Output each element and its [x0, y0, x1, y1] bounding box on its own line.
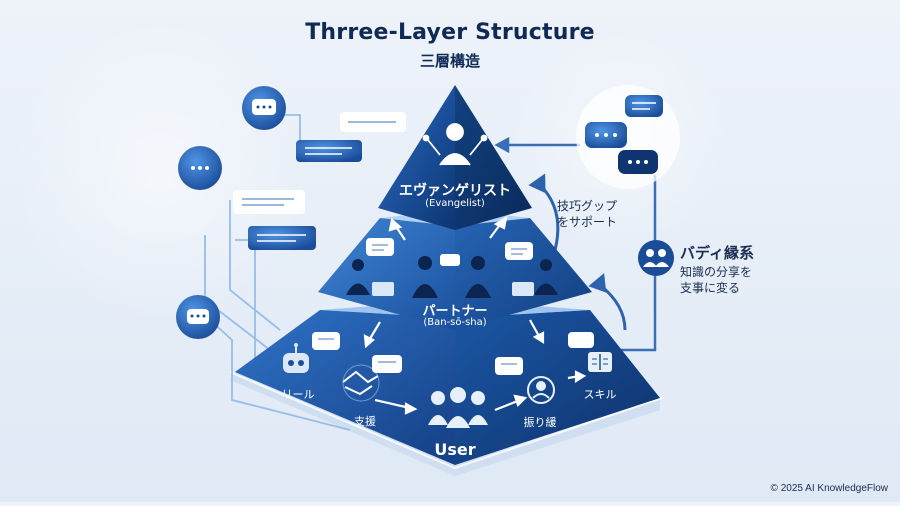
conversation-cluster-icon: [576, 85, 680, 189]
partner-label: パートナー: [422, 304, 488, 319]
diagram-title: Thrree-Layer Structure: [305, 20, 595, 45]
skill-gap-line-2: をサポート: [557, 215, 618, 229]
buddy-desc-line-2: 支事に変る: [680, 281, 741, 295]
pyramid-top-layer: [378, 85, 532, 230]
buddy-description: 知識の分享を 支事に変る: [680, 264, 752, 296]
pyramid-chat-bubbles: [312, 238, 594, 375]
floating-chat-bubble-2: [178, 146, 222, 190]
partner-sublabel: (Ban-sō-sha): [423, 317, 487, 328]
inner-arrows: [363, 215, 587, 415]
floating-message-cards: [233, 112, 406, 250]
skill-gap-line-1: 技巧グップ: [557, 199, 618, 213]
skill-gap-annotation: 技巧グップ をサポート: [557, 198, 617, 230]
buddy-title: バディ縁系: [680, 244, 754, 262]
diagram-subtitle: 三層構造: [419, 52, 480, 70]
evangelist-sublabel: (Evangelist): [425, 198, 485, 209]
base-item-support: 支援: [354, 415, 376, 428]
buddy-users-icon: [638, 240, 674, 276]
base-item-review: 振り緩: [523, 416, 557, 429]
book-skill-icon: [588, 352, 612, 372]
user-label: User: [434, 440, 476, 459]
base-item-reel: リール: [281, 388, 315, 401]
floating-chat-bubble-3: [176, 295, 220, 339]
evangelist-figure-icon: [422, 123, 488, 166]
handshake-icon: [342, 370, 379, 396]
curved-arrows: [528, 173, 627, 331]
base-plate: [229, 371, 663, 476]
copyright-text: © 2025 AI KnowledgeFlow: [770, 483, 888, 494]
users-group-icon: [428, 387, 488, 428]
evangelist-label: エヴァンゲリスト: [399, 183, 511, 199]
robot-icon: [283, 343, 309, 373]
buddy-desc-line-1: 知識の分享を: [680, 265, 753, 279]
partner-figures-icon: [346, 256, 558, 298]
floating-chat-bubble-1: [242, 86, 286, 130]
base-item-skill: スキル: [583, 388, 617, 401]
growth-target-icon: [527, 376, 555, 404]
